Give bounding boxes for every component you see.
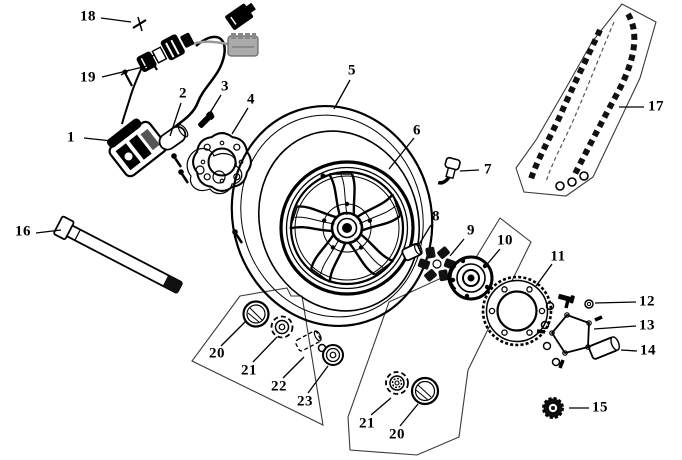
sensor-cable — [191, 40, 229, 46]
leader-1 — [83, 137, 113, 142]
collar-spacer-2 — [158, 124, 189, 151]
leader-20-right — [399, 403, 419, 427]
clip-18 — [132, 16, 147, 32]
leader-16 — [35, 229, 62, 234]
spacer-sleeve-14 — [588, 336, 620, 360]
callout-2: 2 — [179, 85, 187, 102]
leader-3-arrowhead — [205, 110, 214, 121]
callout-10: 10 — [497, 232, 513, 249]
callout-23: 23 — [297, 393, 313, 410]
valve-stem — [437, 156, 461, 185]
bearing-21-right — [385, 371, 409, 395]
leader-23 — [307, 365, 329, 394]
callout-15: 15 — [592, 399, 608, 416]
axle-nut — [542, 397, 564, 419]
spacer-tube-22 — [294, 330, 322, 352]
bearing-23 — [322, 344, 344, 366]
axle-shaft — [53, 215, 183, 294]
brake-disc-4 — [192, 132, 252, 192]
callout-20-left: 20 — [209, 345, 225, 362]
leader-19 — [101, 65, 148, 78]
callout-11: 11 — [550, 248, 566, 265]
callout-12: 12 — [639, 293, 655, 310]
callout-13: 13 — [639, 317, 655, 334]
leader-11 — [535, 263, 553, 287]
leader-6 — [388, 137, 415, 170]
callout-8: 8 — [432, 208, 440, 225]
leader-8 — [417, 224, 432, 247]
callout-9: 9 — [467, 222, 475, 239]
callout-17: 17 — [648, 98, 664, 115]
callout-5: 5 — [348, 62, 356, 79]
oil-seal-20-right — [410, 376, 440, 406]
leader-21-right — [370, 397, 392, 416]
leader-20-left — [220, 320, 247, 347]
leader-22 — [282, 356, 305, 379]
spacer-collar-8 — [401, 242, 423, 262]
leader-2 — [169, 102, 182, 137]
leader-18 — [100, 17, 132, 23]
tire — [230, 104, 434, 328]
leader-9 — [449, 238, 465, 257]
sprocket-hub-carrier — [447, 255, 494, 301]
callout-6: 6 — [413, 122, 421, 139]
sprocket-bolts — [540, 293, 594, 367]
hose-fittings — [136, 32, 194, 73]
callout-20-right: 20 — [389, 426, 405, 443]
callout-3: 3 — [221, 78, 229, 95]
cable-connector — [227, 33, 259, 57]
wheel-hub — [322, 201, 372, 253]
callout-22: 22 — [271, 378, 287, 395]
caliper-body — [107, 118, 168, 178]
callout-18: 18 — [80, 8, 96, 25]
callout-1: 1 — [67, 129, 75, 146]
oil-seal-20-left — [242, 300, 270, 328]
leader-21-left — [252, 336, 278, 363]
leader-lines — [35, 17, 644, 427]
leader-7 — [459, 169, 480, 172]
pad-screws — [171, 153, 244, 244]
leader-14 — [620, 349, 638, 352]
callout-21-right: 21 — [359, 415, 375, 432]
rear-sprocket — [481, 275, 553, 347]
drive-chain — [515, 3, 657, 197]
leader-13 — [593, 325, 637, 330]
spokes — [289, 173, 401, 283]
leader-12 — [594, 301, 637, 304]
leader-4 — [231, 107, 249, 135]
brake-disc-assembly — [158, 111, 252, 192]
callout-14: 14 — [640, 342, 656, 359]
callout-16: 16 — [15, 223, 31, 240]
callout-19: 19 — [80, 69, 96, 86]
bearing-21-left — [270, 315, 294, 339]
callout-21-left: 21 — [241, 362, 257, 379]
brake-caliper-assembly — [107, 2, 259, 244]
callout-4: 4 — [247, 91, 255, 108]
sensor-bracket — [225, 2, 256, 30]
leader-10 — [483, 248, 501, 269]
bearing-panel-left — [191, 287, 324, 426]
callout-7: 7 — [484, 161, 492, 178]
wheel-rim — [279, 160, 415, 296]
cush-drive-dampers — [417, 246, 457, 282]
leader-5 — [333, 79, 351, 110]
